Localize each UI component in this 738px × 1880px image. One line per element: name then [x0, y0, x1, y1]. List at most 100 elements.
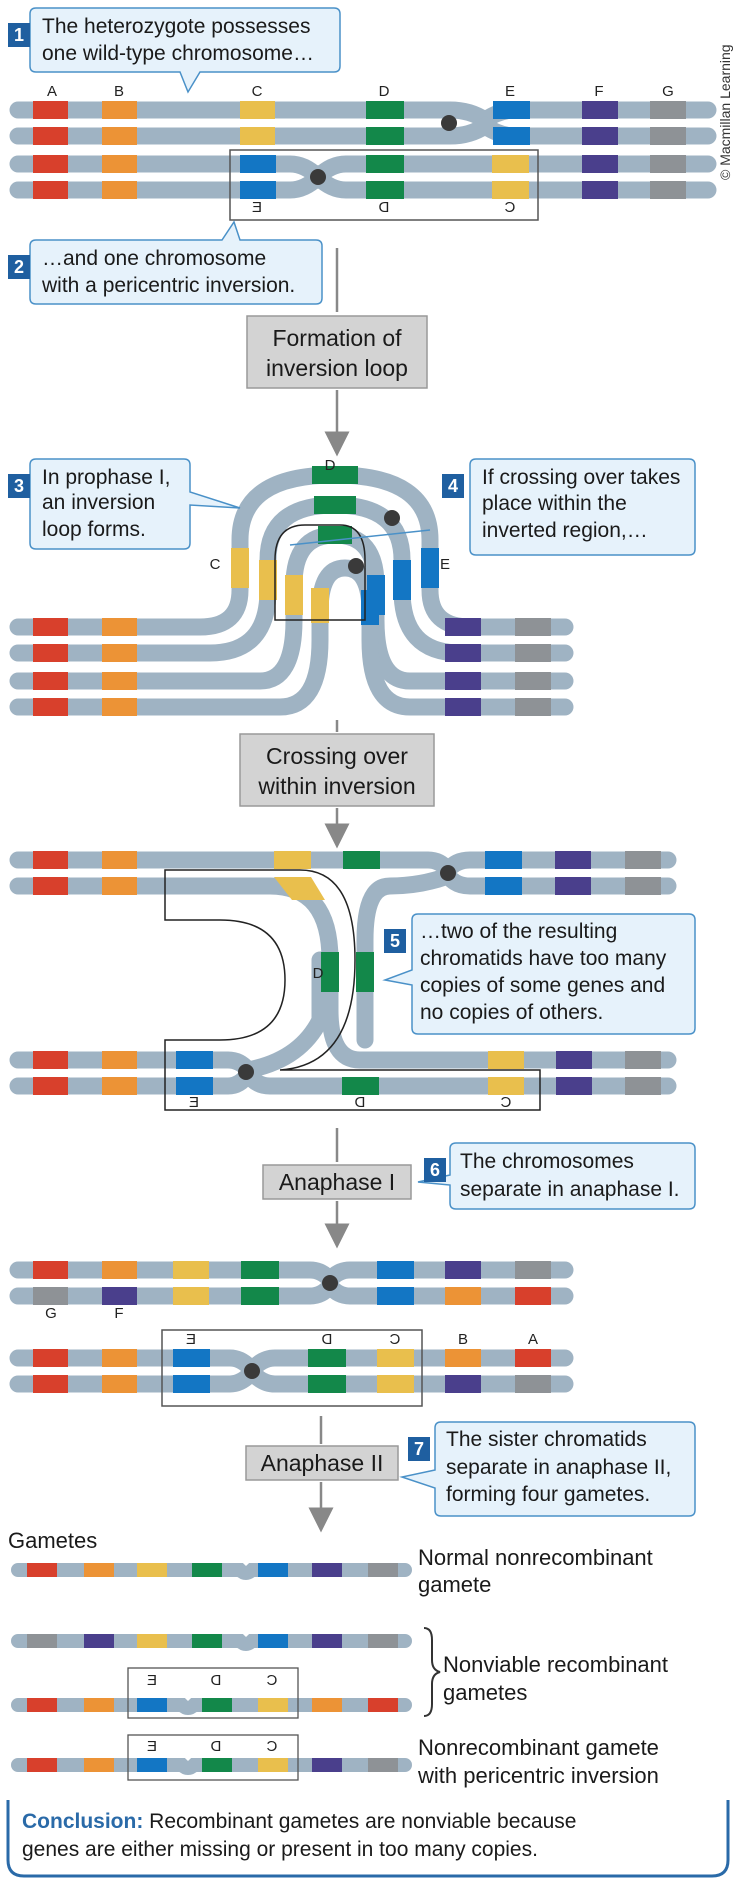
- svg-text:chromatids have too many: chromatids have too many: [420, 947, 667, 970]
- ana-label-a: A: [528, 1331, 538, 1348]
- gene-label-b: B: [114, 83, 124, 100]
- wild-type-genes: [33, 101, 686, 145]
- loop-label-e: E: [440, 556, 450, 573]
- anaphase-label-g: G: [45, 1305, 57, 1322]
- nonviable-brace: [423, 1627, 441, 1717]
- callout-step-5: 5 …two of the resulting chromatids have …: [382, 913, 696, 1035]
- gamete-normal-label-2: gamete: [418, 1572, 491, 1597]
- gamete-nonviable-label-1: Nonviable recombinant: [443, 1652, 668, 1677]
- svg-text:no copies of others.: no copies of others.: [420, 1001, 603, 1024]
- copyright-credit: © Macmillan Learning: [717, 44, 733, 180]
- svg-text:5: 5: [390, 931, 400, 951]
- ana-label-e-inverted: E: [186, 1331, 196, 1348]
- svg-text:If crossing over takes: If crossing over takes: [482, 466, 680, 489]
- gamete-recombinant-2: [11, 1667, 412, 1719]
- svg-text:6: 6: [430, 1160, 440, 1180]
- callout-step-4: 4 If crossing over takes place within th…: [442, 458, 696, 556]
- gamete-inverted-label-2: with pericentric inversion: [417, 1763, 659, 1788]
- centromere: [441, 115, 457, 131]
- recombinant-outline: [164, 869, 541, 1111]
- gene-label-d: D: [379, 83, 390, 100]
- ana-label-b: B: [458, 1331, 468, 1348]
- gene-label-e: E: [505, 83, 515, 100]
- gametes-heading: Gametes: [8, 1528, 97, 1553]
- svg-text:forming four gametes.: forming four gametes.: [446, 1483, 650, 1506]
- centromere: [310, 169, 326, 185]
- callout-step-2: 2 …and one chromosome with a pericentric…: [8, 220, 323, 305]
- gene-label-c: C: [252, 83, 263, 100]
- gene-label-c-inverted: C: [504, 199, 515, 216]
- crossing-over-box: Crossing over within inversion: [239, 733, 435, 807]
- gamete2-label-e: E: [147, 1672, 157, 1689]
- ana-label-c-inverted: C: [389, 1331, 400, 1348]
- callout-step-1: 1 The heterozygote possesses one wild-ty…: [8, 7, 341, 94]
- recomb-label-d: D: [313, 965, 324, 982]
- anaphase-1-box: Anaphase I: [262, 1164, 412, 1200]
- svg-text:copies of some genes and: copies of some genes and: [420, 974, 665, 997]
- svg-text:within inversion: within inversion: [257, 773, 415, 799]
- svg-text:Conclusion: Recombinant gamete: Conclusion: Recombinant gametes are nonv…: [22, 1810, 576, 1833]
- svg-text:with a pericentric inversion.: with a pericentric inversion.: [41, 274, 295, 297]
- svg-text:inverted region,…: inverted region,…: [482, 519, 648, 542]
- recomb-label-c-inverted: C: [500, 1094, 511, 1111]
- gene-label-a: A: [47, 83, 57, 100]
- gamete-normal-label-1: Normal nonrecombinant: [418, 1545, 653, 1570]
- gamete-nonviable-label-2: gametes: [443, 1680, 527, 1705]
- svg-text:Anaphase I: Anaphase I: [279, 1169, 395, 1195]
- gamete2-label-c: C: [266, 1672, 277, 1689]
- anaphase1-chromosome-bottom: [9, 1329, 574, 1407]
- conclusion-line-2: genes are either missing or present in t…: [22, 1838, 538, 1861]
- svg-text:separate in anaphase I.: separate in anaphase I.: [460, 1178, 680, 1201]
- recomb-label-d-inverted: D: [354, 1094, 365, 1111]
- gamete4-label-c: C: [266, 1738, 277, 1755]
- svg-text:In prophase I,: In prophase I,: [42, 466, 170, 489]
- crossover-region-outline: [274, 524, 366, 621]
- svg-text:an inversion: an inversion: [42, 491, 155, 514]
- gamete-normal: [11, 1563, 412, 1580]
- loop-label-d: D: [325, 457, 336, 474]
- anaphase-2-box: Anaphase II: [245, 1445, 399, 1481]
- centromere: [348, 558, 364, 574]
- conclusion-line-1: Recombinant gametes are nonviable becaus…: [143, 1810, 576, 1833]
- gene-label-f: F: [594, 83, 603, 100]
- svg-text:Formation of: Formation of: [272, 325, 402, 351]
- callout-step-6: 6 The chromosomes separate in anaphase I…: [417, 1142, 696, 1210]
- svg-text:The chromosomes: The chromosomes: [460, 1150, 634, 1173]
- recombinant-genes: [33, 851, 661, 1095]
- gene-label-d-inverted: D: [378, 199, 389, 216]
- inversion-outline: [229, 149, 539, 221]
- loop-label-c: C: [210, 556, 221, 573]
- svg-text:…two of the resulting: …two of the resulting: [420, 920, 617, 943]
- centromere: [238, 1064, 254, 1080]
- svg-text:3: 3: [14, 476, 24, 496]
- inverted-genes: [33, 155, 686, 199]
- svg-text:7: 7: [414, 1439, 424, 1459]
- ana-label-d-inverted: D: [321, 1331, 332, 1348]
- svg-text:2: 2: [14, 257, 24, 277]
- svg-text:one wild-type chromosome…: one wild-type chromosome…: [42, 42, 314, 65]
- svg-text:The sister chromatids: The sister chromatids: [446, 1428, 647, 1451]
- gamete4-label-e: E: [147, 1738, 157, 1755]
- recomb-label-e-inverted: E: [189, 1094, 199, 1111]
- gamete-recombinant-1: [11, 1634, 412, 1651]
- centromere: [384, 510, 400, 526]
- gamete-inverted-label-1: Nonrecombinant gamete: [418, 1735, 659, 1760]
- gene-label-e-inverted: E: [252, 199, 262, 216]
- svg-text:separate in anaphase II,: separate in anaphase II,: [446, 1456, 671, 1479]
- formation-of-inversion-loop-box: Formation of inversion loop: [246, 315, 428, 389]
- conclusion-box: Conclusion: Recombinant gametes are nonv…: [6, 1800, 730, 1878]
- anaphase-label-f: F: [114, 1305, 123, 1322]
- gamete-inverted: [11, 1734, 412, 1781]
- svg-text:Anaphase II: Anaphase II: [261, 1450, 384, 1476]
- svg-text:…and one chromosome: …and one chromosome: [42, 247, 266, 270]
- anaphase1-chromosome-top: [9, 1261, 574, 1305]
- svg-text:4: 4: [448, 476, 458, 496]
- gamete4-label-d: D: [210, 1738, 221, 1755]
- svg-text:1: 1: [14, 25, 24, 45]
- callout-step-3: 3 In prophase I, an inversion loop forms…: [8, 458, 241, 550]
- gene-label-g: G: [662, 83, 674, 100]
- callout-step-7: 7 The sister chromatids separate in anap…: [399, 1421, 696, 1517]
- svg-text:Crossing over: Crossing over: [266, 743, 408, 769]
- svg-text:The heterozygote possesses: The heterozygote possesses: [42, 15, 311, 38]
